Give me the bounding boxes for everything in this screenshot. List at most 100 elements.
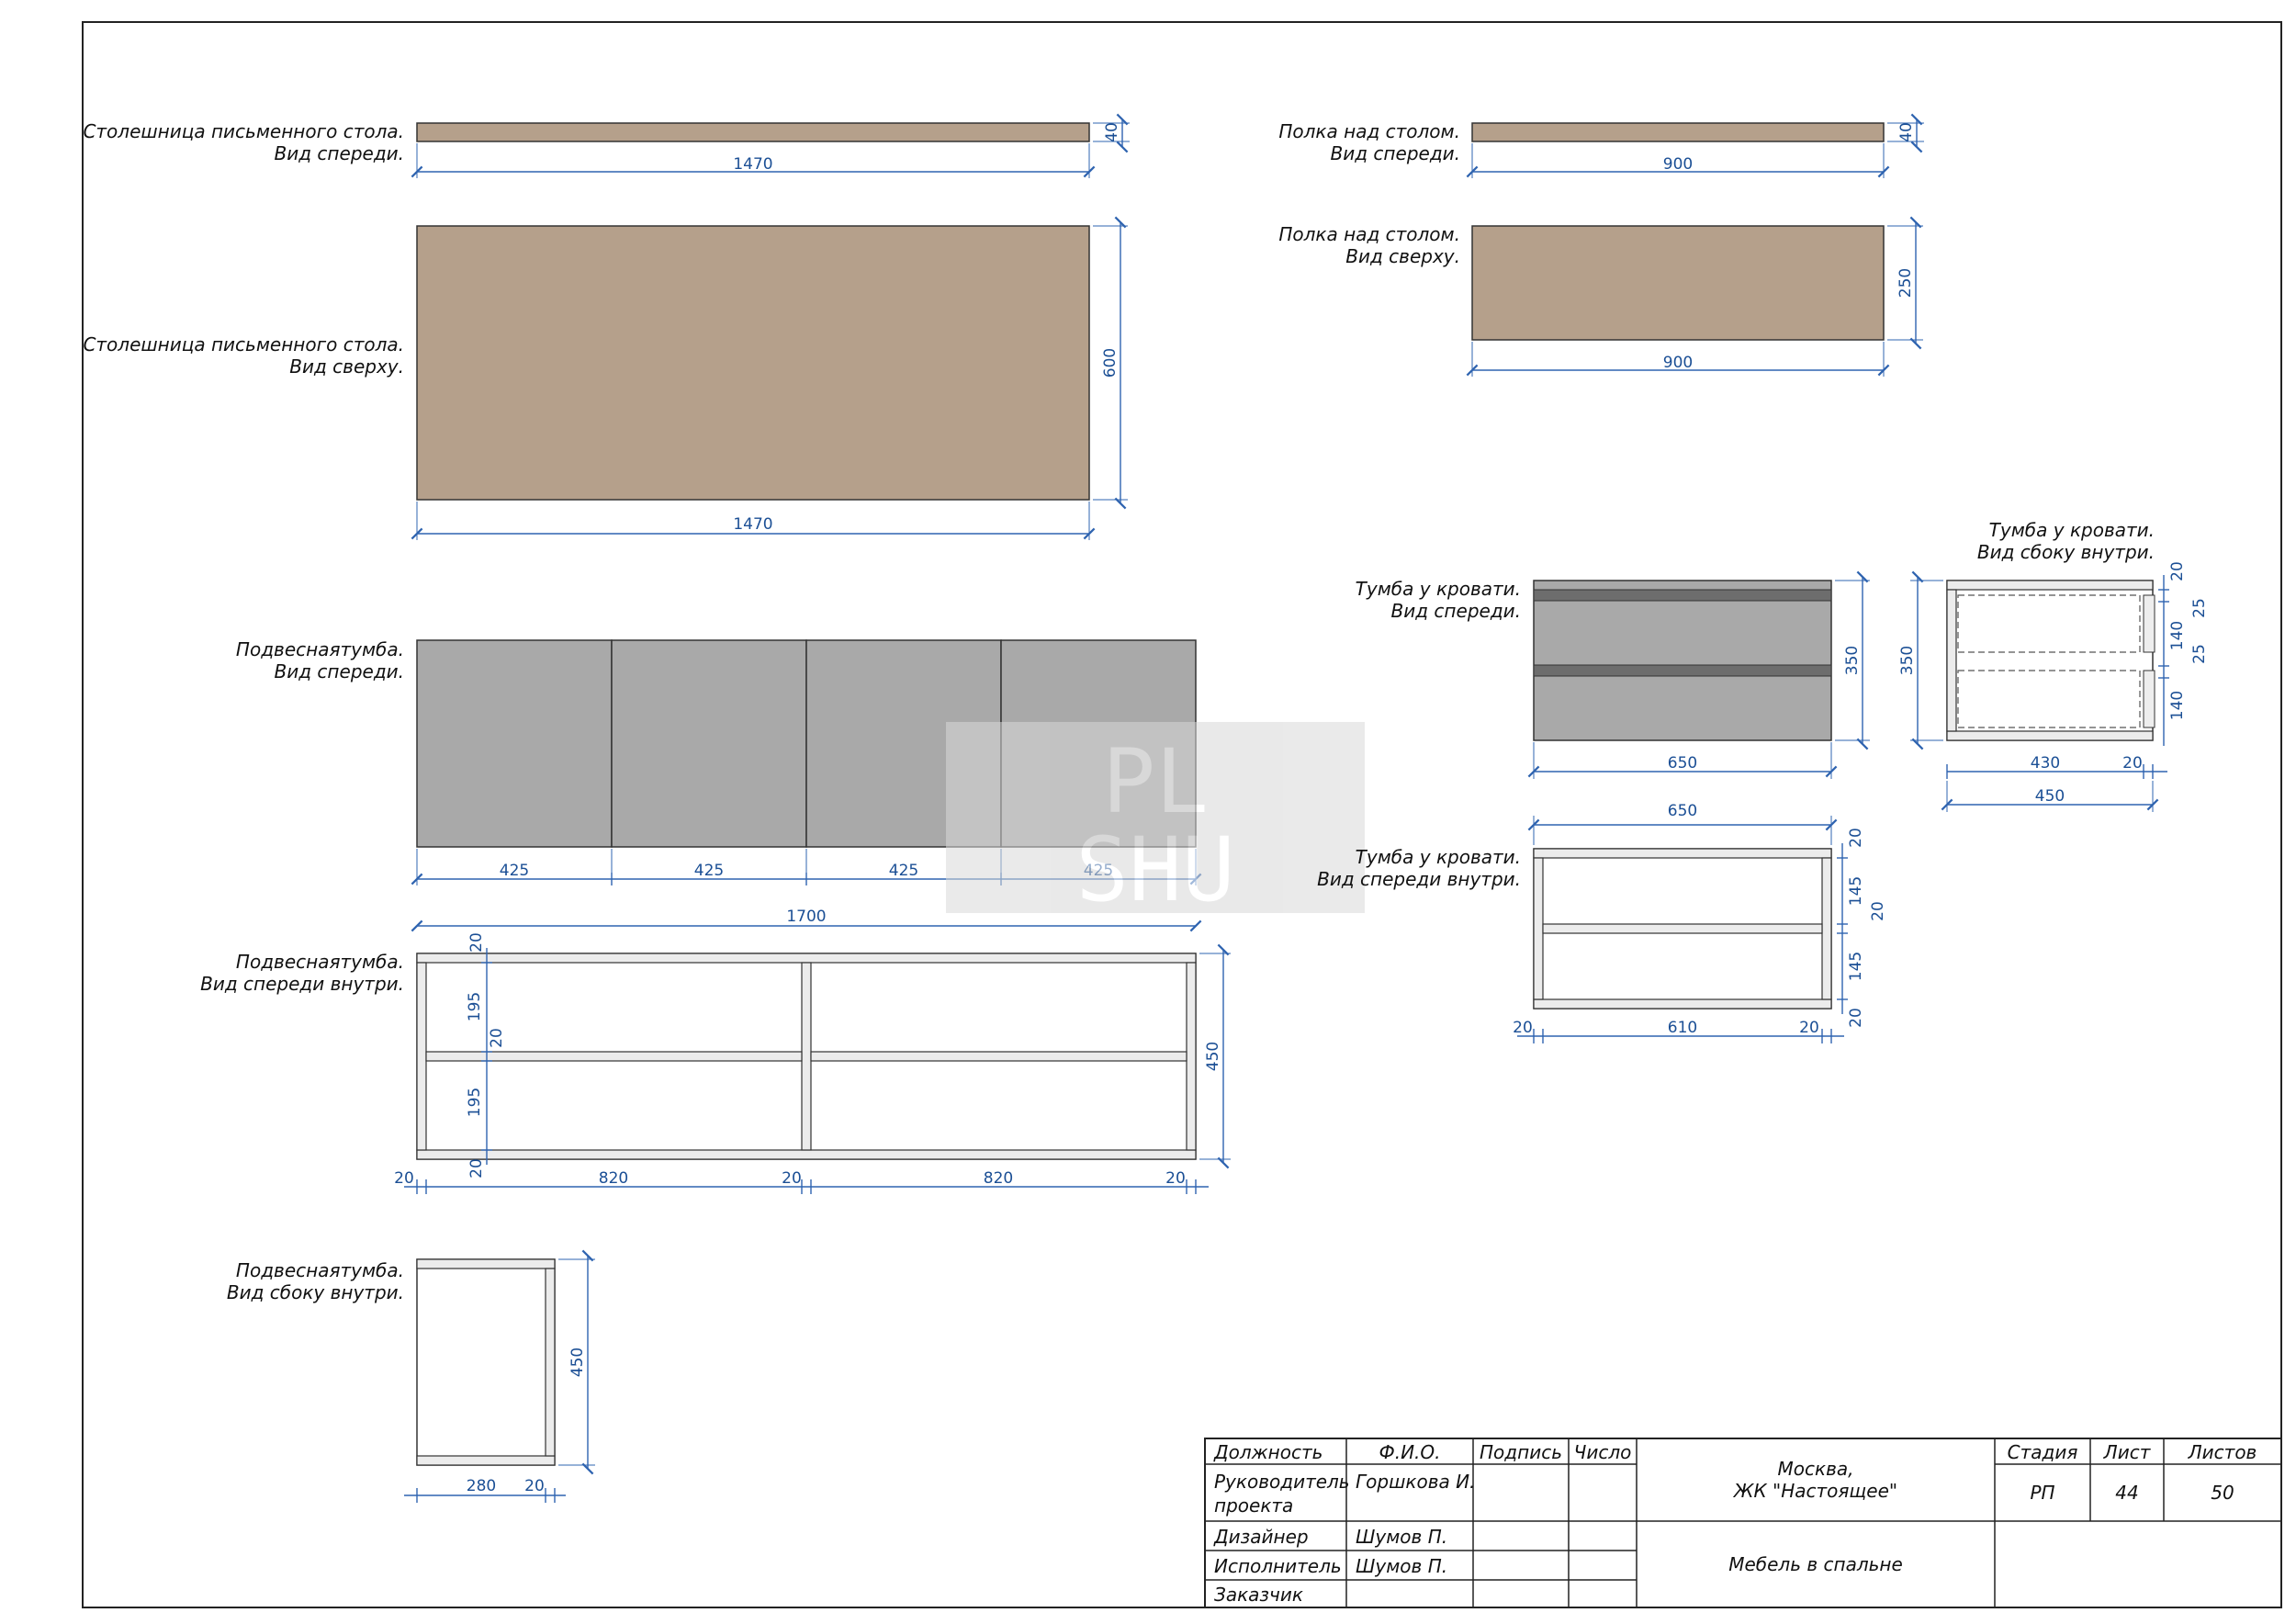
dimension-top: 20 (1847, 828, 1865, 848)
dimension-total: 1700 (786, 908, 826, 926)
dimension-total-depth: 450 (2035, 787, 2065, 806)
nightstand-inside-view: Тумба у кровати. Вид спереди внутри. 650… (1317, 802, 1887, 1043)
drawer-box (1957, 670, 2141, 728)
sheet-number: 44 (2115, 1482, 2138, 1504)
header-signature: Подпись (1480, 1441, 1562, 1463)
header-stage: Стадия (2008, 1441, 2078, 1463)
dimension-mid: 20 (488, 1028, 506, 1048)
row-position: Исполнитель (1214, 1555, 1342, 1577)
dimension-depth: 430 (2031, 754, 2060, 773)
dimension-lower: 195 (466, 1088, 484, 1117)
dimension-width: 900 (1663, 155, 1693, 174)
project-name: ЖК "Настоящее" (1732, 1480, 1897, 1502)
dimension-height: 450 (1204, 1042, 1222, 1071)
watermark-logo: PL SHU (946, 722, 1365, 921)
view-title: Столешница письменного стола. (83, 333, 404, 355)
dimension-door-1: 425 (500, 862, 529, 880)
view-subtitle: Вид сбоку внутри. (227, 1281, 404, 1303)
view-title: Тумба у кровати. (1989, 519, 2155, 541)
dimension-top: 20 (467, 932, 486, 953)
view-subtitle: Вид спереди. (1391, 600, 1521, 622)
view-title: Подвеснаятумба. (236, 638, 404, 660)
dimension-door-2: 425 (694, 862, 724, 880)
nightstand-carcass (1946, 580, 2154, 741)
dimension-inner: 610 (1668, 1019, 1697, 1037)
header-sheet: Лист (2103, 1441, 2152, 1463)
view-title: Подвеснаятумба. (236, 951, 404, 973)
view-title: Подвеснаятумба. (236, 1259, 404, 1281)
header-sheets: Листов (2188, 1441, 2257, 1463)
dimension-height: 350 (1843, 646, 1862, 675)
view-subtitle: Вид сверху. (289, 355, 404, 378)
cabinet-divider (801, 962, 812, 1151)
watermark-line-2: SHU (1075, 818, 1234, 921)
row-position-cont: проекта (1214, 1494, 1293, 1517)
dimension-back: 20 (2122, 754, 2143, 773)
row-name: Шумов П. (1356, 1555, 1447, 1577)
nightstand-shelf (1542, 923, 1823, 934)
dimension-width: 1470 (733, 155, 772, 174)
header-date: Число (1574, 1441, 1632, 1463)
nightstand-front-view: Тумба у кровати. Вид спереди. 650 350 (1356, 570, 1870, 779)
view-title: Столешница письменного стола. (83, 120, 404, 142)
title-block: Должность Ф.И.О. Подпись Число Стадия Ли… (1204, 1438, 2282, 1608)
dimension-left-side: 20 (394, 1169, 414, 1188)
drawer-box (1957, 594, 2141, 653)
shelf-top-panel (1471, 225, 1885, 341)
project-location: Москва, (1778, 1458, 1854, 1480)
dimension-bottom: 20 (1847, 1008, 1865, 1028)
cabinet-shelf (810, 1051, 1187, 1062)
view-subtitle: Вид сбоку внутри. (1977, 541, 2155, 563)
drawer-handle-groove (1533, 664, 1832, 677)
view-title: Полка над столом. (1278, 223, 1460, 245)
row-position: Дизайнер (1213, 1526, 1309, 1548)
dimension-depth: 280 (467, 1477, 496, 1495)
dimension-upper: 195 (466, 992, 484, 1021)
row-position: Заказчик (1214, 1584, 1303, 1606)
view-title: Тумба у кровати. (1356, 578, 1521, 600)
dimension-drawer-1: 140 (2168, 621, 2187, 650)
dimension-height: 350 (1898, 646, 1917, 675)
dimension-height: 600 (1101, 348, 1120, 378)
cabinet-shelf (425, 1051, 803, 1062)
dimension-height: 450 (568, 1348, 587, 1377)
view-subtitle: Вид спереди. (275, 660, 404, 682)
hanging-cabinet-inside-view: Подвеснаятумба. Вид спереди внутри. 20 1… (200, 932, 1231, 1194)
header-position: Должность (1213, 1441, 1322, 1463)
stage-value: РП (2030, 1482, 2054, 1504)
cabinet-side-carcass (416, 1258, 556, 1466)
dimension-gap-1: 25 (2190, 598, 2209, 618)
dimension-top: 20 (2168, 561, 2187, 581)
sheet-border (82, 21, 2282, 1608)
header-name: Ф.И.О. (1379, 1441, 1441, 1463)
view-subtitle: Вид спереди. (275, 142, 404, 164)
hanging-cabinet-side-view: Подвеснаятумба. Вид сбоку внутри. 280 20… (227, 1249, 595, 1503)
desktop-top-panel (416, 225, 1090, 501)
sheet-title: Мебель в спальне (1728, 1553, 1903, 1575)
desktop-top-view: Столешница письменного стола. Вид сверху… (83, 216, 1128, 540)
dimension-height: 40 (1103, 122, 1121, 142)
dimension-upper: 145 (1847, 876, 1865, 906)
dimension-bottom: 20 (467, 1158, 486, 1179)
dimension-divider: 20 (782, 1169, 802, 1188)
dimension-drawer-2: 140 (2168, 691, 2187, 720)
dimension-width: 650 (1668, 802, 1697, 820)
dimension-bay-1: 820 (599, 1169, 628, 1188)
drawer-handle-groove (1533, 589, 1832, 602)
dimension-lower: 145 (1847, 952, 1865, 981)
shelf-front-panel (1471, 122, 1885, 142)
dimension-height: 250 (1896, 268, 1915, 298)
dimension-width: 650 (1668, 754, 1697, 773)
dimension-width: 900 (1663, 354, 1693, 372)
nightstand-body (1533, 580, 1832, 741)
view-title: Тумба у кровати. (1356, 846, 1521, 868)
dimension-right-side: 20 (1165, 1169, 1186, 1188)
view-subtitle: Вид спереди внутри. (200, 973, 404, 995)
desktop-front-view: Столешница письменного стола. Вид сперед… (83, 113, 1130, 178)
shelf-top-view: Полка над столом. Вид сверху. 900 250 (1278, 216, 1923, 377)
dimension-bay-2: 820 (984, 1169, 1013, 1188)
shelf-front-view: Полка над столом. Вид спереди. 900 40 (1278, 113, 1924, 178)
dimension-gap-2: 25 (2190, 644, 2209, 664)
row-name: Горшкова И. (1356, 1471, 1475, 1493)
